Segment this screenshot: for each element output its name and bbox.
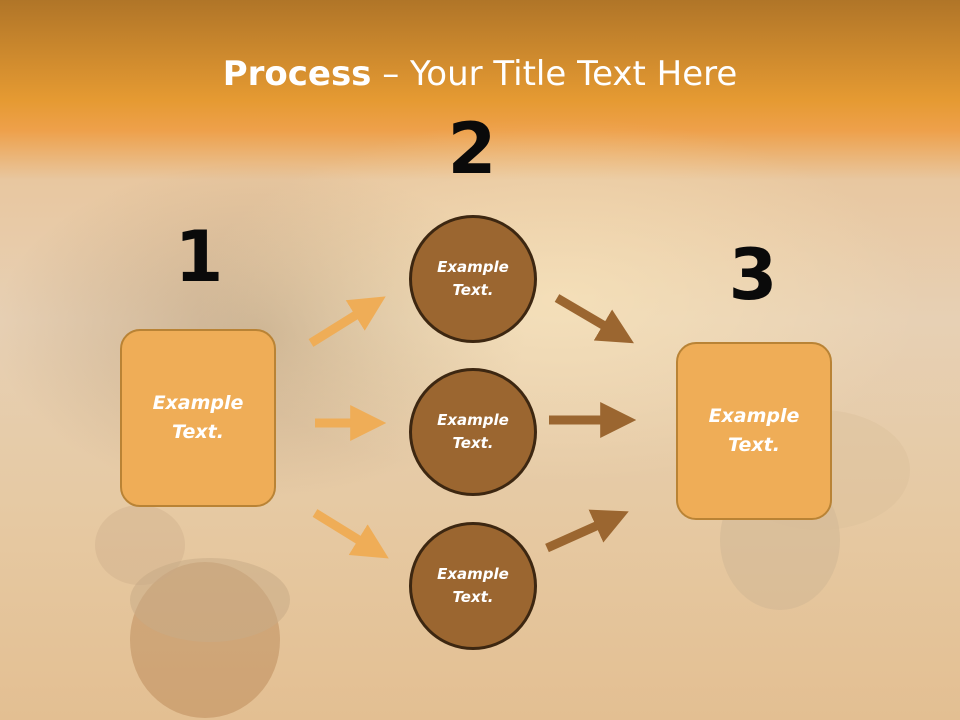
left-step-box: Example Text.: [120, 329, 276, 507]
left-step-text: Example Text.: [152, 392, 244, 443]
circle-step-bottom: Example Text.: [409, 522, 537, 650]
right-step-text: Example Text.: [708, 405, 800, 456]
right-step-box: Example Text.: [676, 342, 832, 520]
arrow-down-right-dark: [554, 294, 634, 344]
circle-step-middle: Example Text.: [409, 368, 537, 496]
slide-title: Process – Your Title Text Here: [0, 52, 960, 96]
title-rest: – Your Title Text Here: [371, 54, 738, 94]
circle-step-top-text: Example Text.: [437, 258, 509, 299]
circle-step-middle-text: Example Text.: [437, 411, 509, 452]
step-number-1: 1: [174, 216, 224, 298]
step-number-2: 2: [447, 108, 497, 190]
arrow-up-right-dark: [545, 509, 629, 553]
arrow-down-right-light: [312, 509, 389, 559]
circle-step-bottom-text: Example Text.: [437, 565, 509, 606]
title-bold: Process: [222, 54, 372, 94]
circle-step-top: Example Text.: [409, 215, 537, 343]
step-number-3: 3: [728, 234, 778, 316]
arrow-up-right-light: [308, 296, 386, 347]
